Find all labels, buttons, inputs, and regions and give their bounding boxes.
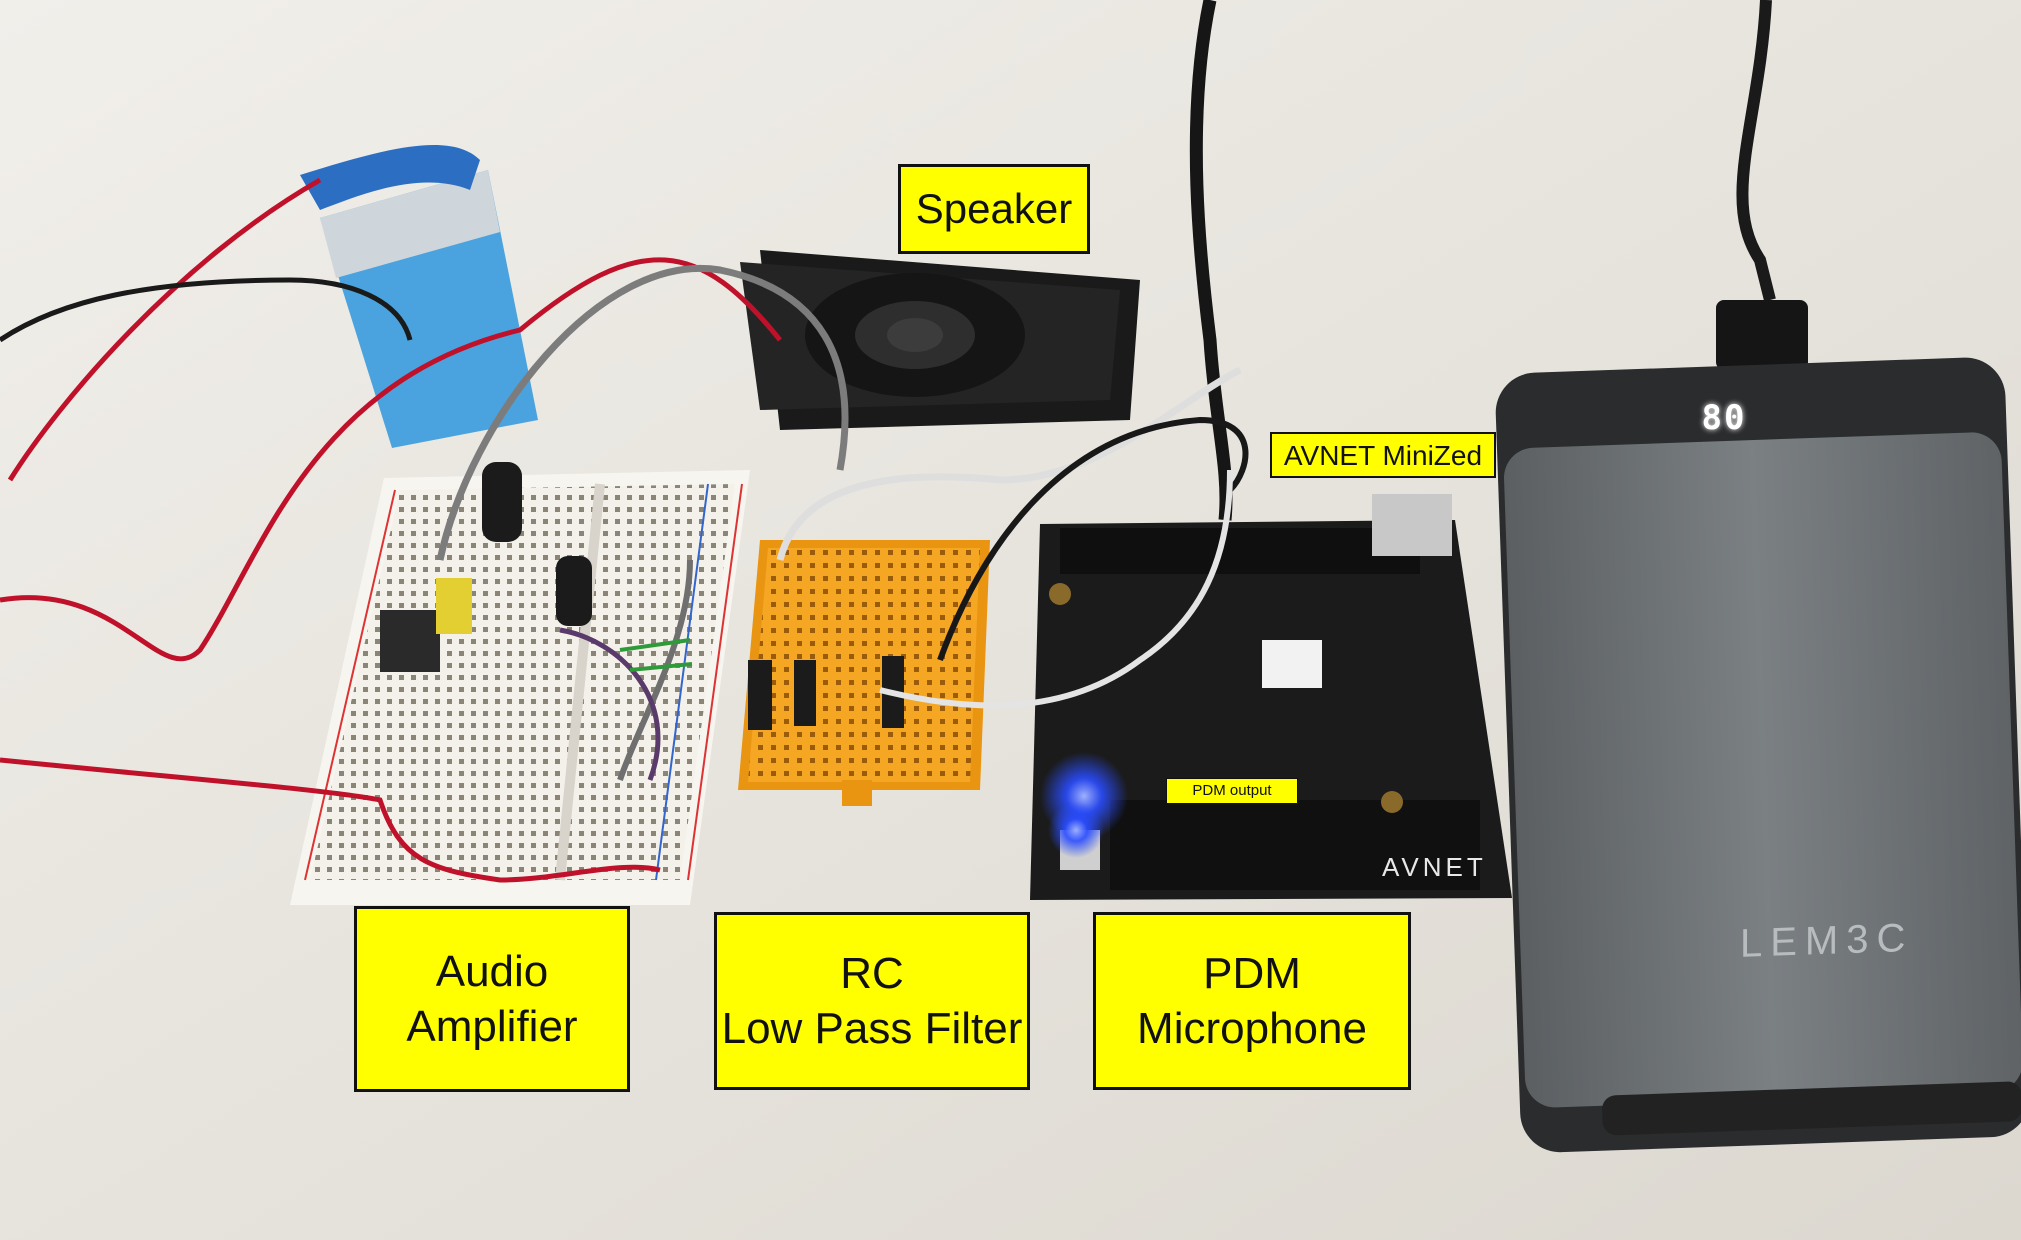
- black-wire-1: [0, 277, 413, 343]
- capacitor-1: [482, 462, 522, 542]
- audio-amplifier-label-line1: Audio: [435, 947, 549, 996]
- pdm-microphone-label: PDM Microphone: [1093, 912, 1411, 1090]
- black-wire-2: [937, 416, 1249, 662]
- red-wire-1: [0, 257, 782, 662]
- mini-breadboard: [738, 540, 990, 806]
- red-wire-3: [7, 177, 322, 482]
- jumper-header-1: [748, 660, 772, 730]
- power-bank: [1495, 357, 2021, 1153]
- purple-wire: [559, 627, 661, 781]
- minized-board: [1030, 494, 1512, 900]
- breadboard: [290, 470, 750, 905]
- green-wires: [619, 638, 693, 672]
- speaker-label-text: Speaker: [915, 184, 1073, 232]
- audio-amplifier-label-line2: Amplifier: [406, 1002, 578, 1051]
- blue-led-glow-2: [1048, 802, 1104, 858]
- gray-wire-2: [617, 559, 693, 781]
- battery-9v: [300, 144, 538, 448]
- yellow-capacitor: [436, 578, 472, 634]
- board-brand-logo: AVNET: [1382, 852, 1487, 882]
- powerbank-display: 80: [1701, 398, 1747, 438]
- minized-label: AVNET MiniZed: [1270, 432, 1496, 478]
- audio-amplifier-label: Audio Amplifier: [354, 906, 630, 1092]
- speaker: [740, 250, 1140, 430]
- jumper-header-2: [794, 660, 816, 726]
- board-usb-cable: [1189, 0, 1233, 521]
- pdm-output-label: PDM output: [1166, 778, 1298, 804]
- gray-wire-1: [436, 264, 849, 561]
- rc-filter-label-line1: RC: [840, 949, 904, 998]
- white-wire-1: [776, 366, 1242, 561]
- capacitor-2: [556, 556, 592, 626]
- pdm-microphone-label-line2: Microphone: [1137, 1004, 1367, 1053]
- pdm-output-label-text: PDM output: [1192, 781, 1272, 799]
- amplifier-ic: [380, 610, 440, 672]
- white-wire-2: [879, 469, 1233, 709]
- speaker-label: Speaker: [898, 164, 1090, 254]
- minized-label-text: AVNET MiniZed: [1283, 439, 1483, 471]
- powerbank-cable: [1736, 0, 1776, 302]
- powerbank-brand: LEM3C: [1740, 915, 1914, 966]
- usb-plug: [1716, 300, 1808, 370]
- pdm-microphone-label-line1: PDM: [1203, 949, 1301, 998]
- rc-filter-label: RC Low Pass Filter: [714, 912, 1030, 1090]
- red-wire-2: [0, 757, 661, 883]
- rc-filter-label-line2: Low Pass Filter: [721, 1004, 1023, 1053]
